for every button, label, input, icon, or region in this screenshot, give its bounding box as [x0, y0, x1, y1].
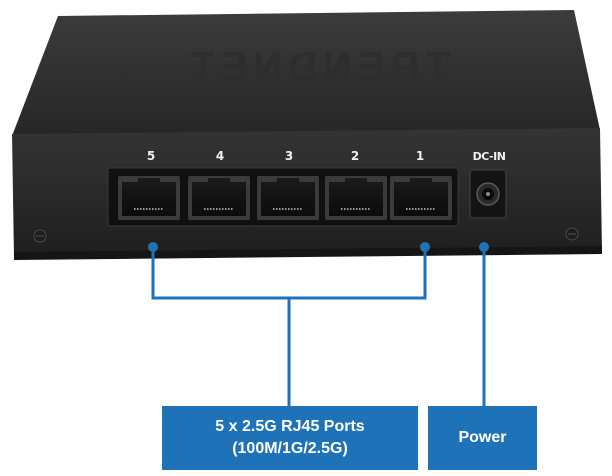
rj45-port-3: [257, 176, 319, 220]
port-1-marker-dot: [420, 242, 430, 252]
port-label-2: 2: [351, 149, 359, 163]
rj45-port-5: [118, 176, 180, 220]
brand-logo-text: TRENDNET: [184, 45, 450, 89]
dc-in-label: DC-IN: [473, 150, 506, 163]
callout-connectors: [151, 247, 486, 406]
ports-callout-line2: (100M/1G/2.5G): [232, 440, 348, 457]
power-marker-dot: [479, 242, 489, 252]
screw-icon-left: [33, 229, 47, 243]
rj45-port-2: [325, 176, 387, 220]
screw-icon-right: [565, 227, 579, 241]
port-label-4: 4: [216, 149, 224, 163]
ports-callout-line1: 5 x 2.5G RJ45 Ports: [215, 418, 365, 435]
brand-emboss: TRENDNET: [184, 45, 450, 89]
port-label-1: 1: [416, 149, 424, 163]
ports-callout-box: 5 x 2.5G RJ45 Ports (100M/1G/2.5G): [162, 406, 418, 470]
port-5-marker-dot: [148, 242, 158, 252]
switch-top-surface: [12, 10, 600, 136]
rj45-port-1: [390, 176, 452, 220]
port-label-3: 3: [285, 149, 293, 163]
port-label-5: 5: [147, 149, 155, 163]
power-callout-label: Power: [458, 429, 507, 446]
rj45-port-4: [188, 176, 250, 220]
power-callout-box: Power: [428, 406, 537, 470]
dc-power-jack: [469, 169, 507, 219]
switch-bottom-edge: [14, 246, 602, 260]
